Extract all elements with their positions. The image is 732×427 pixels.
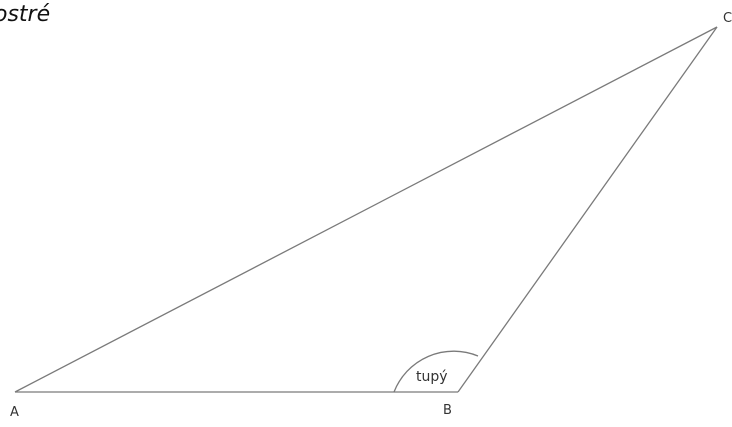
angle-label: tupý <box>416 369 448 385</box>
caption-text: ostré <box>0 2 51 27</box>
side-ac <box>14 26 718 393</box>
vertex-label-c: C <box>723 11 732 26</box>
vertex-label-a: A <box>10 405 19 420</box>
angle-arc-b <box>393 350 479 393</box>
side-bc <box>457 26 718 393</box>
vertex-label-b: B <box>443 403 452 418</box>
